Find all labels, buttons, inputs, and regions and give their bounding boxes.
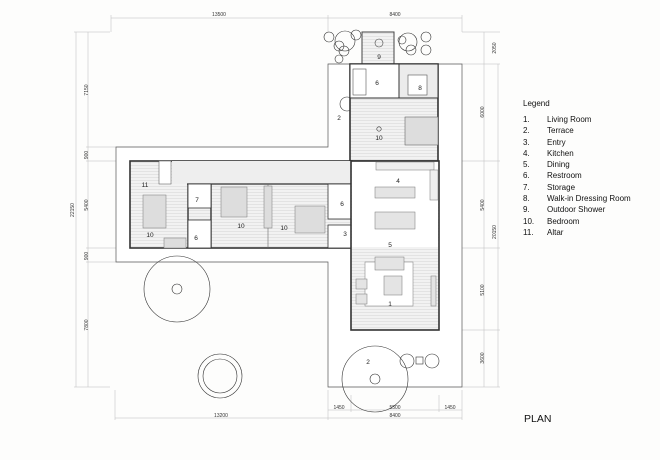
svg-text:22150: 22150	[70, 203, 76, 217]
svg-text:6: 6	[340, 201, 344, 208]
svg-text:6: 6	[375, 80, 379, 87]
svg-text:900: 900	[84, 252, 90, 261]
bed-icon	[404, 116, 439, 146]
shower-head-icon	[374, 38, 384, 48]
bed-icon	[294, 205, 326, 234]
legend-item: 6.Restroom	[523, 171, 582, 181]
bed-icon	[220, 186, 248, 218]
svg-text:3: 3	[343, 231, 347, 238]
left-wing	[129, 160, 353, 249]
svg-text:2: 2	[366, 359, 370, 366]
svg-text:6: 6	[194, 235, 198, 242]
svg-text:5: 5	[388, 242, 392, 249]
bed-icon	[142, 194, 167, 229]
svg-text:10: 10	[375, 135, 383, 142]
main-block	[350, 160, 440, 331]
svg-text:7800: 7800	[84, 319, 90, 330]
dining-table	[374, 211, 416, 230]
legend-item: 4.Kitchen	[523, 148, 574, 158]
svg-text:8400: 8400	[389, 413, 400, 419]
svg-text:900: 900	[84, 151, 90, 160]
legend-item: 7.Storage	[523, 182, 576, 192]
svg-text:7150: 7150	[84, 84, 90, 95]
svg-text:10: 10	[280, 225, 288, 232]
svg-text:11: 11	[142, 182, 149, 189]
svg-text:8: 8	[418, 85, 422, 92]
svg-text:5400: 5400	[84, 199, 90, 210]
room-labels: 9 6 8 2 10 4 11 7 6 6 10 10 10 3 5 1 2	[142, 54, 423, 366]
kitchen-island	[374, 186, 416, 199]
svg-text:1: 1	[388, 301, 392, 308]
svg-text:1450: 1450	[444, 405, 455, 411]
legend-item: 9.Outdoor Shower	[523, 205, 606, 215]
svg-text:1450: 1450	[333, 405, 344, 411]
svg-text:5500: 5500	[389, 405, 400, 411]
legend-item: 5.Dining	[523, 160, 570, 170]
svg-text:13200: 13200	[214, 413, 228, 419]
plan-title: PLAN	[524, 413, 552, 425]
legend-item: 10.Bedroom	[523, 216, 580, 226]
legend: Legend 1.Living Room 2.Terrace 3.Entry 4…	[523, 99, 631, 238]
legend-title: Legend	[523, 99, 550, 108]
legend-item: 11.Altar	[523, 227, 564, 237]
legend-item: 2.Terrace	[523, 126, 574, 136]
svg-text:9: 9	[377, 54, 381, 61]
svg-text:3600: 3600	[480, 352, 486, 363]
svg-text:2050: 2050	[492, 42, 498, 53]
svg-text:7: 7	[195, 197, 199, 204]
legend-item: 8.Walk-in Dressing Room	[523, 194, 631, 204]
dimension-labels: 13500 8400 7150 900 5400 900 7800 22150 …	[70, 12, 498, 419]
svg-text:6000: 6000	[480, 106, 486, 117]
dimension-lines	[74, 15, 500, 420]
svg-text:10: 10	[237, 223, 245, 230]
svg-text:20150: 20150	[492, 225, 498, 239]
svg-text:2: 2	[337, 115, 341, 122]
svg-text:5100: 5100	[480, 284, 486, 295]
svg-text:13500: 13500	[212, 12, 226, 18]
tree-icons	[143, 29, 440, 413]
svg-text:4: 4	[396, 178, 400, 185]
outdoor-shower	[361, 31, 395, 65]
svg-text:8400: 8400	[389, 12, 400, 18]
sofa-icon	[374, 256, 405, 271]
legend-item: 3.Entry	[523, 137, 566, 147]
svg-text:5400: 5400	[480, 199, 486, 210]
legend-item: 1.Living Room	[523, 115, 592, 124]
svg-text:10: 10	[146, 232, 154, 239]
upper-block	[349, 63, 439, 162]
